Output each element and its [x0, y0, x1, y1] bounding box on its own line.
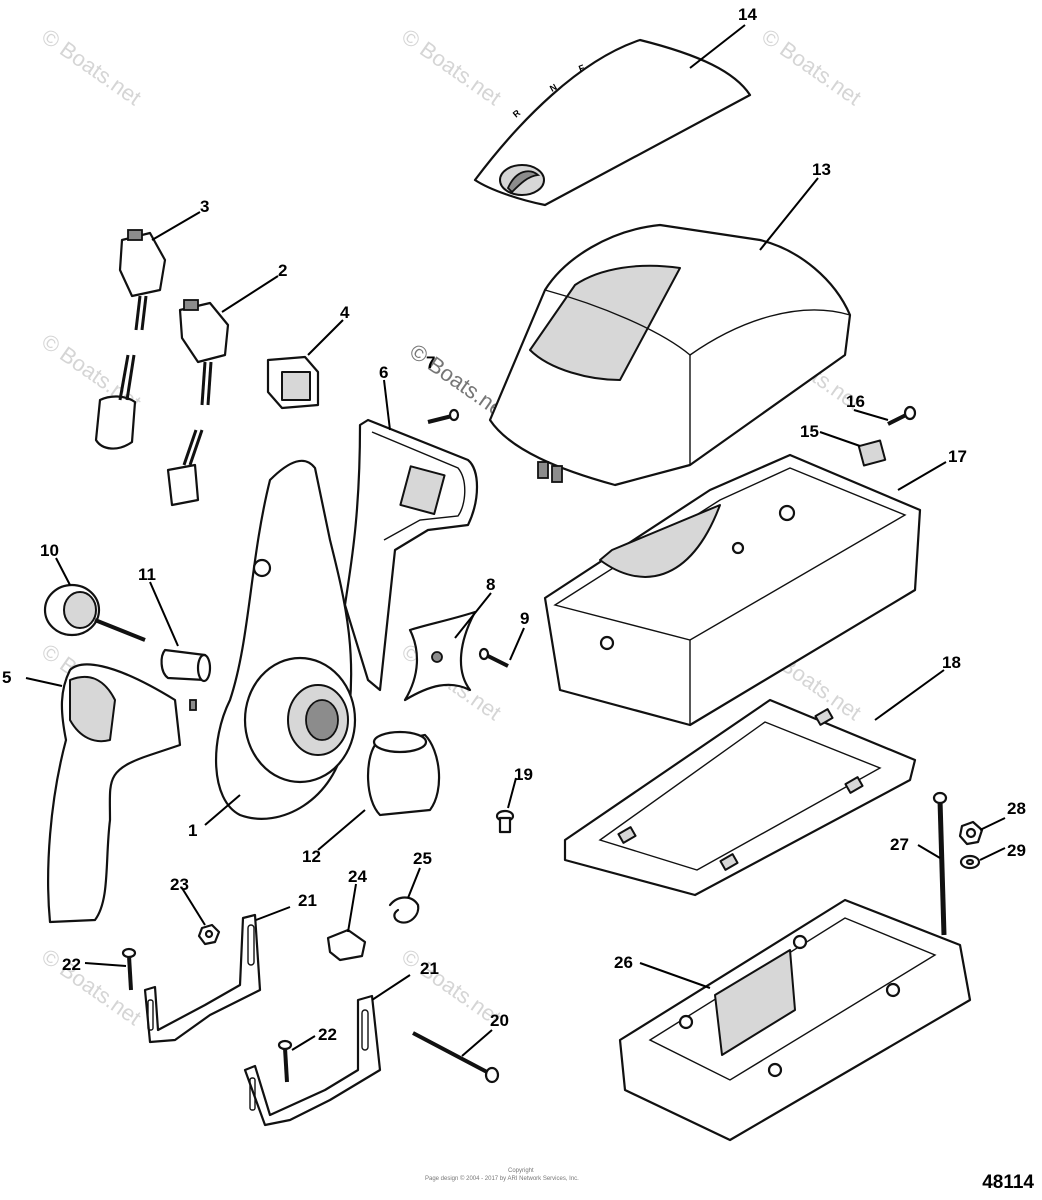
shift-letter-n: N: [548, 82, 559, 94]
callout-21b: 21: [420, 959, 439, 978]
callouts: 1 2 3 4 5 6 7 8 9 10 11 12 13 14 15 16 1…: [2, 5, 1026, 1044]
part-2-connector: [166, 299, 230, 507]
part-27-bolt: [932, 791, 948, 936]
part-9-screw: [478, 647, 509, 668]
callout-22a: 22: [62, 955, 81, 974]
shift-letter-f: F: [577, 62, 586, 73]
callout-15: 15: [800, 422, 819, 441]
part-13-cover: [488, 223, 852, 487]
part-15-clip: [857, 439, 887, 467]
callout-3: 3: [200, 197, 209, 216]
callout-18: 18: [942, 653, 961, 672]
part-11-bushing: [160, 648, 212, 683]
watermark-2: © Boats.net: [397, 24, 506, 111]
callout-21a: 21: [298, 891, 317, 910]
part-19-screw: [495, 809, 515, 834]
callout-10: 10: [40, 541, 59, 560]
watermark-1: © Boats.net: [37, 24, 146, 111]
part-26-base: [618, 898, 972, 1142]
part-12-sleeve: [366, 730, 441, 817]
callout-25: 25: [413, 849, 432, 868]
callout-4: 4: [340, 303, 350, 322]
part-22-screw-upper: [121, 947, 137, 991]
part-23-nut: [197, 923, 221, 946]
part-17-housing: [543, 453, 922, 727]
callout-22b: 22: [318, 1025, 337, 1044]
callout-12: 12: [302, 847, 321, 866]
callout-20: 20: [490, 1011, 509, 1030]
callout-23: 23: [170, 875, 189, 894]
callout-17: 17: [948, 447, 967, 466]
callout-28: 28: [1007, 799, 1026, 818]
callout-29: 29: [1007, 841, 1026, 860]
callout-24: 24: [348, 867, 367, 886]
callout-11: 11: [138, 565, 156, 584]
callout-1: 1: [188, 821, 197, 840]
copyright-line-1: Copyright: [508, 1168, 534, 1174]
part-4-plug: [266, 355, 320, 410]
part-29-washer: [959, 854, 981, 870]
part-20-rod: [412, 1031, 500, 1084]
part-10-knob: [43, 583, 146, 642]
callout-27: 27: [890, 835, 909, 854]
callout-8: 8: [486, 575, 495, 594]
callout-13: 13: [812, 160, 831, 179]
part-14-decal: R N F: [473, 38, 752, 207]
leader-lines: [25, 24, 1006, 1057]
part-7-screw: [427, 408, 460, 424]
shift-letter-r: R: [511, 107, 523, 119]
callout-19: 19: [514, 765, 533, 784]
part-25-clamp: [388, 896, 420, 924]
callout-16: 16: [846, 392, 865, 411]
diagram-reference-number: 48114: [982, 1172, 1034, 1193]
part-6-frame: [343, 418, 478, 692]
callout-6: 6: [379, 363, 388, 382]
part-24-clip: [326, 928, 367, 962]
part-16-screw: [887, 405, 917, 426]
callout-5: 5: [2, 668, 11, 687]
part-28-nut: [958, 820, 984, 846]
part-18-gasket: [563, 698, 917, 897]
part-1-housing: [215, 459, 357, 820]
part-3-connector: [94, 229, 167, 450]
callout-7: 7: [426, 353, 435, 372]
callout-9: 9: [520, 609, 529, 628]
callout-14: 14: [738, 5, 757, 24]
callout-2: 2: [278, 261, 287, 280]
part-21-bracket-lower: [243, 994, 382, 1127]
part-22-screw-lower: [277, 1039, 293, 1083]
copyright-line-2: Page design © 2004 - 2017 by ARI Network…: [425, 1175, 579, 1182]
part-5-handle: [47, 663, 197, 924]
watermark-3: © Boats.net: [757, 24, 866, 111]
part-21-bracket-upper: [143, 913, 262, 1044]
callout-26: 26: [614, 953, 633, 972]
